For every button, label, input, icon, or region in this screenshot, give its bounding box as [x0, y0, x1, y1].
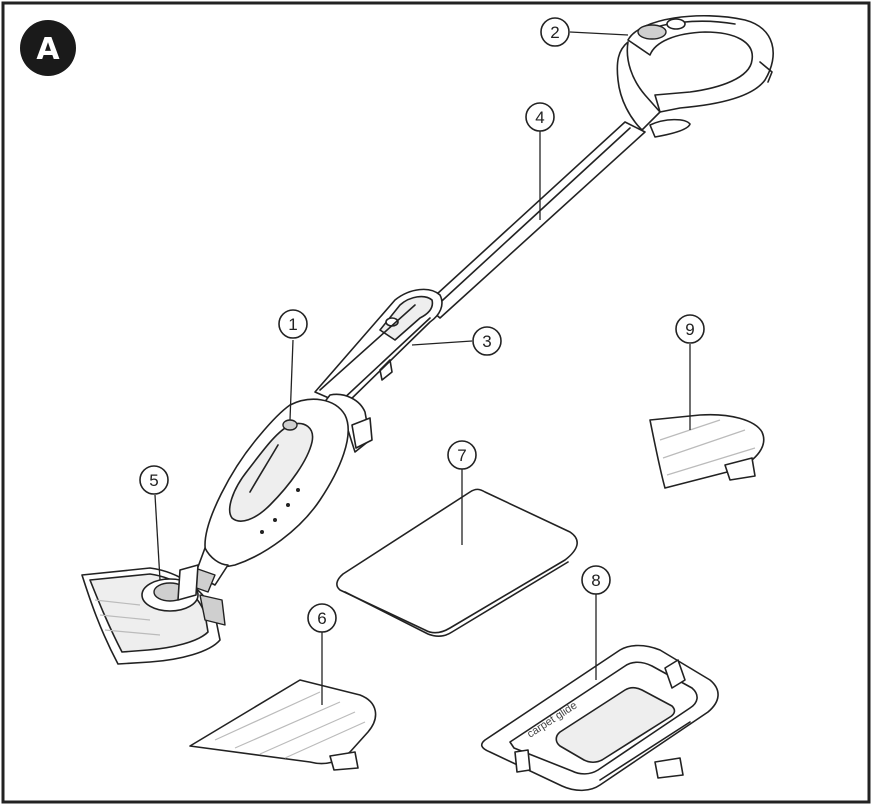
callout-3: 3: [472, 326, 502, 356]
callout-2-label: 2: [550, 23, 559, 42]
steam-mop-illustration: [81, 15, 774, 665]
mop-handle-grip: [627, 15, 774, 113]
callout-7-label: 7: [457, 446, 466, 465]
callout-8: 8: [581, 565, 611, 595]
callout-2: 2: [540, 17, 570, 47]
callout-9-label: 9: [685, 320, 694, 339]
triangle-pad-9: [649, 413, 765, 489]
microfiber-pad-6: [189, 679, 377, 771]
flat-pad-7: [336, 488, 578, 637]
callout-leaders: [154, 31, 691, 705]
mop-tank-window: [228, 422, 314, 522]
callout-1-label: 1: [288, 315, 297, 334]
callout-1: 1: [278, 309, 308, 339]
callout-6-label: 6: [317, 609, 326, 628]
callout-9: 9: [675, 314, 705, 344]
callout-6: 6: [307, 603, 337, 633]
figure-badge: A: [20, 20, 76, 76]
mop-upper-pole: [424, 121, 646, 319]
figure-badge-label: A: [36, 32, 60, 67]
callout-5-label: 5: [149, 471, 158, 490]
callout-8-label: 8: [591, 571, 600, 590]
callout-4-label: 4: [535, 108, 544, 127]
callout-5: 5: [139, 465, 169, 495]
callout-3-label: 3: [482, 332, 491, 351]
carpet-glide-8: carpet glide: [480, 644, 719, 792]
callout-4: 4: [525, 102, 555, 132]
callout-7: 7: [447, 440, 477, 470]
